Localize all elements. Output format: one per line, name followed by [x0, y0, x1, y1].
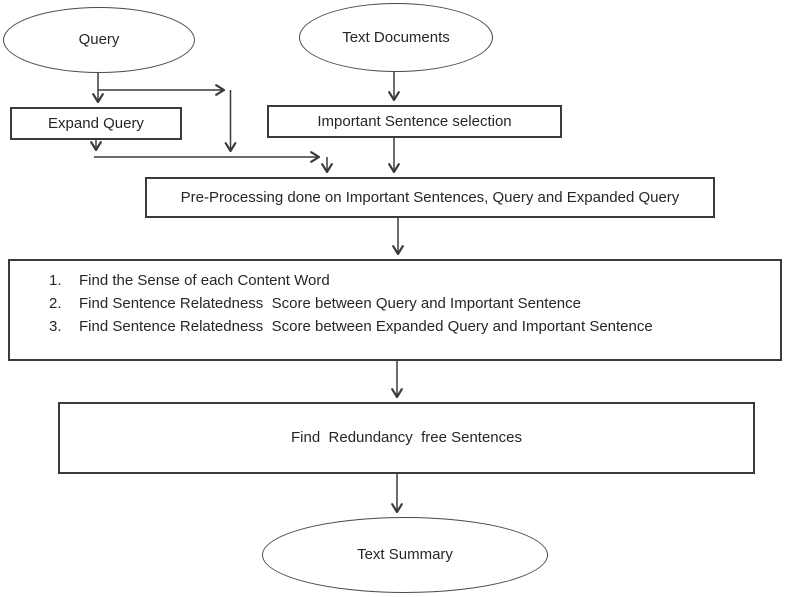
step-number: 3.	[49, 317, 62, 335]
pre-processing-node: Pre-Processing done on Important Sentenc…	[145, 177, 715, 218]
text-summary-node: Text Summary	[262, 517, 548, 593]
query-label: Query	[78, 31, 120, 49]
text-summary-label: Text Summary	[357, 546, 453, 564]
expand-query-node: Expand Query	[10, 107, 182, 140]
step-item: 1. Find the Sense of each Content Word	[49, 272, 770, 289]
pre-processing-label: Pre-Processing done on Important Sentenc…	[180, 188, 680, 206]
step-item: 3. Find Sentence Relatedness Score betwe…	[49, 318, 770, 335]
redundancy-label: Find Redundancy free Sentences	[291, 429, 522, 447]
step-text: Find Sentence Relatedness Score between …	[79, 317, 653, 335]
step-text: Find the Sense of each Content Word	[79, 272, 330, 289]
important-sentence-selection-node: Important Sentence selection	[267, 105, 562, 138]
expand-query-label: Expand Query	[48, 114, 144, 132]
step-text: Find Sentence Relatedness Score between …	[79, 294, 581, 312]
redundancy-node: Find Redundancy free Sentences	[58, 402, 755, 474]
step-number: 1.	[49, 272, 62, 289]
important-sentence-selection-label: Important Sentence selection	[317, 112, 512, 130]
text-documents-label: Text Documents	[342, 28, 450, 46]
steps-node: 1. Find the Sense of each Content Word 2…	[8, 259, 782, 361]
text-documents-node: Text Documents	[299, 3, 493, 72]
step-number: 2.	[49, 294, 62, 312]
query-node: Query	[3, 7, 195, 73]
steps-list: 1. Find the Sense of each Content Word 2…	[10, 261, 780, 340]
step-item: 2. Find Sentence Relatedness Score betwe…	[49, 295, 770, 312]
